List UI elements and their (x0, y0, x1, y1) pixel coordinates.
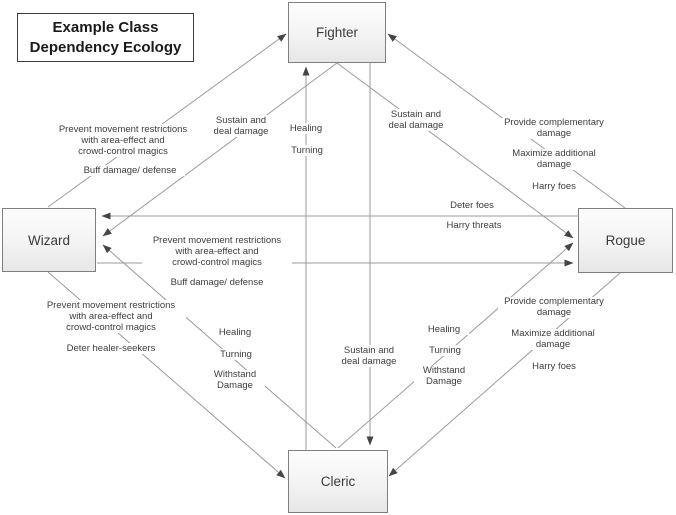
node-fighter: Fighter (288, 2, 386, 63)
edge-label-wizard-to-rogue-buff: Buff damage/ defense (162, 277, 272, 288)
edge-label-cleric-to-fighter-turning: Turning (282, 145, 332, 156)
edge-label-rogue-to-fighter-maximize: Maximize additional damage (499, 148, 609, 170)
arrow-wizard-to-fighter (47, 33, 287, 208)
edge-label-wizard-to-fighter-buff: Buff damage/ defense (75, 165, 185, 176)
edge-label-wizard-to-rogue-magics: Prevent movement restrictions with area-… (142, 235, 292, 268)
edge-label-cleric-to-rogue-healing: Healing (419, 324, 469, 335)
edge-label-wizard-to-fighter-magics: Prevent movement restrictions with area-… (48, 124, 198, 157)
edge-label-rogue-to-cleric-complementary: Provide complementary damage (498, 296, 610, 318)
edge-label-cleric-to-wizard-withstand: Withstand Damage (205, 369, 265, 391)
edge-label-wizard-to-cleric-deter: Deter healer-seekers (61, 343, 161, 354)
node-wizard: Wizard (2, 208, 96, 272)
diagram-title: Example Class Dependency Ecology (17, 13, 194, 62)
edge-label-cleric-to-rogue-turning: Turning (420, 345, 470, 356)
edge-label-rogue-to-fighter-complementary: Provide complementary damage (498, 117, 610, 139)
edge-label-cleric-to-fighter-healing: Healing (281, 123, 331, 134)
edge-label-rogue-to-fighter-harry: Harry foes (524, 181, 584, 192)
edge-label-cleric-to-wizard-healing: Healing (210, 327, 260, 338)
node-cleric: Cleric (288, 450, 388, 513)
edge-label-fighter-to-rogue-sustain: Sustain and deal damage (381, 109, 451, 131)
edge-label-fighter-to-cleric-sustain: Sustain and deal damage (334, 345, 404, 367)
edge-label-rogue-to-cleric-harry: Harry foes (524, 361, 584, 372)
arrow-fighter-to-wizard (102, 62, 338, 237)
edge-label-rogue-to-cleric-maximize: Maximize additional damage (498, 328, 608, 350)
arrow-fighter-to-rogue (336, 62, 574, 239)
edge-label-rogue-to-wizard-deter: Deter foes (442, 200, 502, 211)
edge-label-cleric-to-wizard-turning: Turning (211, 349, 261, 360)
edge-label-cleric-to-rogue-withstand: Withstand Damage (414, 365, 474, 387)
edge-label-fighter-to-wizard-sustain: Sustain and deal damage (206, 115, 276, 137)
arrow-cleric-to-wizard (102, 244, 337, 449)
edge-label-rogue-to-wizard-harry: Harry threats (439, 220, 509, 231)
edge-label-wizard-to-cleric-magics: Prevent movement restrictions with area-… (36, 300, 186, 333)
node-rogue: Rogue (578, 208, 673, 273)
